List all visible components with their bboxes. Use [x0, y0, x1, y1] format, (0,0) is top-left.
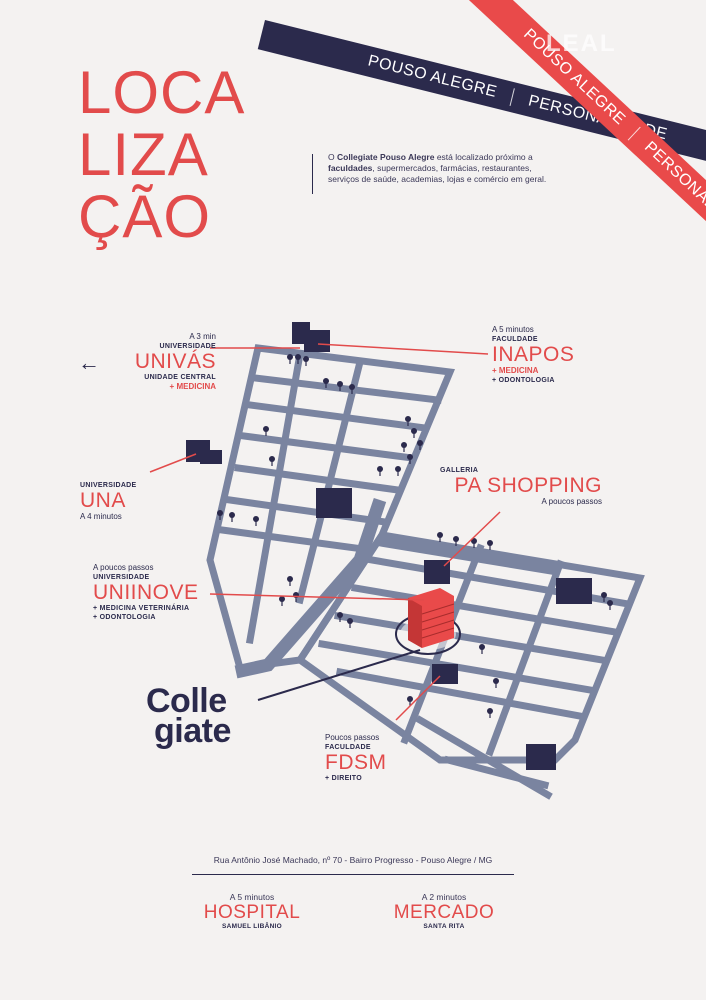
pa-shopping-name: PA SHOPPING — [454, 474, 602, 497]
page-title: LOCA LIZA ÇÃO — [78, 62, 245, 248]
univas-sub: UNIDADE CENTRAL — [144, 374, 216, 381]
inapos-kind: FACULDADE — [492, 336, 538, 343]
intro-rest: , supermercados, farmácias, restaurantes… — [328, 163, 547, 184]
intro-brand: Collegiate Pouso Alegre — [336, 152, 435, 162]
uninove-extra-2: + ODONTOLOGIA — [93, 614, 156, 621]
intro-prefix: O — [328, 152, 337, 162]
una-kind: UNIVERSIDADE — [80, 482, 137, 489]
uninove-label: A poucos passos UNIVERSIDADE UNIINOVE + … — [93, 563, 233, 622]
univas-label: A 3 min UNIVERSIDADE UNIVÁS UNIDADE CENT… — [120, 332, 216, 392]
mercado-sub: SANTA RITA — [423, 923, 465, 930]
uninove-kind: UNIVERSIDADE — [93, 574, 150, 581]
address: Rua Antônio José Machado, nº 70 - Bairro… — [213, 855, 493, 865]
univas-kind: UNIVERSIDADE — [159, 343, 216, 350]
fdsm-time: Poucos passos — [325, 733, 380, 742]
road-grid — [206, 344, 645, 800]
intro-middle: está localizado próximo a — [434, 152, 533, 162]
inapos-extra-1: + MEDICINA — [492, 366, 539, 375]
collegiate-wordmark: Colle giate — [146, 682, 231, 750]
mercado-item: A 2 minutos MERCADO SANTA RITA — [380, 892, 508, 930]
hospital-item: A 5 minutos HOSPITAL SAMUEL LIBÂNIO — [190, 892, 314, 930]
fdsm-label: Poucos passos FACULDADE FDSM + DIREITO — [325, 733, 425, 783]
uninove-extra-1: + MEDICINA VETERINÁRIA — [93, 605, 190, 612]
fdsm-extra: + DIREITO — [325, 775, 362, 782]
main-avenue — [234, 497, 387, 679]
intro-bar — [312, 154, 313, 194]
pa-shopping-label: GALLERIA PA SHOPPING A poucos passos — [440, 466, 602, 507]
title-line: LIZA — [78, 121, 209, 188]
fdsm-name: FDSM — [325, 751, 387, 774]
una-time: A 4 minutos — [80, 512, 122, 521]
mercado-time: A 2 minutos — [421, 892, 467, 902]
brand-logo: LEAL — [546, 30, 617, 57]
leader-lines — [149, 343, 501, 721]
univas-name: UNIVÁS — [134, 350, 216, 373]
hospital-time: A 5 minutos — [229, 892, 275, 902]
title-line: ÇÃO — [78, 183, 212, 250]
inapos-label: A 5 minutos FACULDADE INAPOS + MEDICINA … — [492, 325, 612, 385]
uninove-name: UNIINOVE — [93, 581, 199, 604]
univas-time: A 3 min — [189, 332, 216, 341]
una-label: UNIVERSIDADE UNA A 4 minutos — [80, 481, 180, 522]
hospital-name: HOSPITAL — [203, 902, 301, 923]
buildings — [186, 322, 592, 770]
inapos-time: A 5 minutos — [492, 325, 534, 334]
pa-shopping-time: A poucos passos — [541, 497, 602, 506]
una-name: UNA — [80, 489, 126, 512]
intro-text: O Collegiate Pouso Alegre está localizad… — [312, 152, 552, 194]
inapos-extra-2: + ODONTOLOGIA — [492, 377, 555, 384]
uninove-time: A poucos passos — [93, 563, 154, 572]
main-avenue — [377, 534, 561, 576]
collegiate-line: Colle — [146, 682, 227, 720]
collegiate-line: giate — [154, 712, 231, 750]
hospital-sub: SAMUEL LIBÂNIO — [221, 923, 283, 930]
mercado-name: MERCADO — [393, 902, 495, 923]
collegiate-building — [395, 588, 461, 655]
univas-extra: + MEDICINA — [169, 382, 216, 391]
divider — [192, 874, 514, 875]
fdsm-kind: FACULDADE — [325, 744, 371, 751]
intro-highlight: faculdades — [328, 163, 373, 173]
arrow-left-icon: ← — [78, 350, 100, 375]
pa-shopping-kind: GALLERIA — [440, 467, 479, 474]
inapos-name: INAPOS — [492, 343, 575, 366]
title-line: LOCA — [78, 59, 246, 126]
